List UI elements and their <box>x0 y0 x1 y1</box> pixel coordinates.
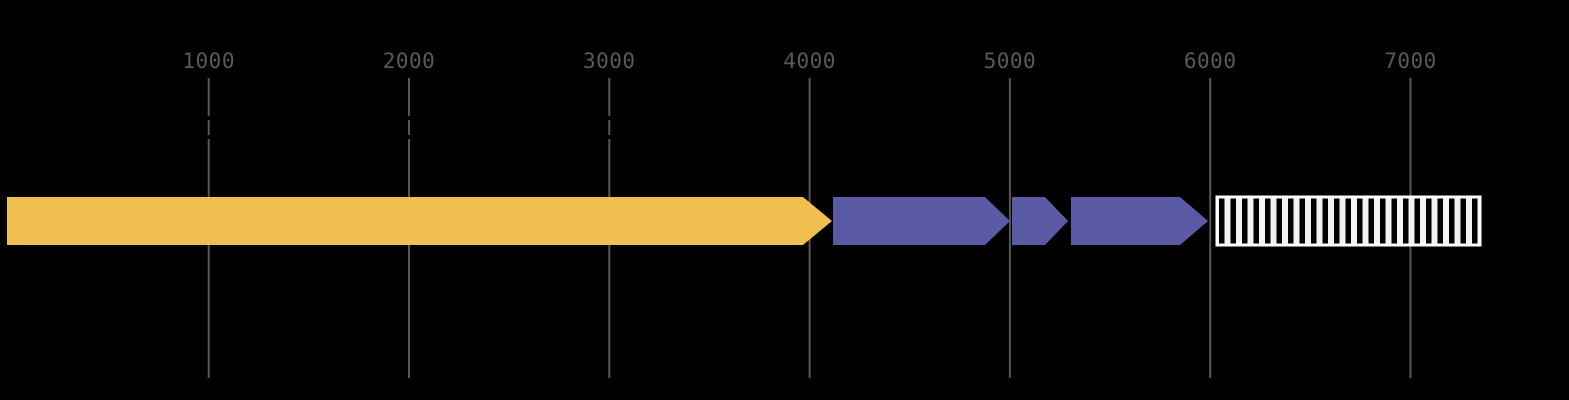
feature-shape-feature-3[interactable] <box>1012 197 1068 245</box>
tick-label-7000: 7000 <box>1384 49 1437 73</box>
tick-label-2000: 2000 <box>382 49 436 73</box>
tick-label-5000: 5000 <box>983 49 1037 73</box>
feature-shape-feature-1[interactable] <box>7 197 832 245</box>
tick-label-1000: 1000 <box>182 49 235 73</box>
feature-shape-feature-4[interactable] <box>1071 197 1208 245</box>
tick-label-6000: 6000 <box>1183 49 1237 73</box>
feature-shape-feature-5[interactable] <box>1215 195 1482 247</box>
tick-label-3000: 3000 <box>583 49 636 73</box>
feature-shape-feature-2[interactable] <box>833 197 1010 245</box>
feature-group <box>7 195 1482 247</box>
tick-label-4000: 4000 <box>783 49 836 73</box>
